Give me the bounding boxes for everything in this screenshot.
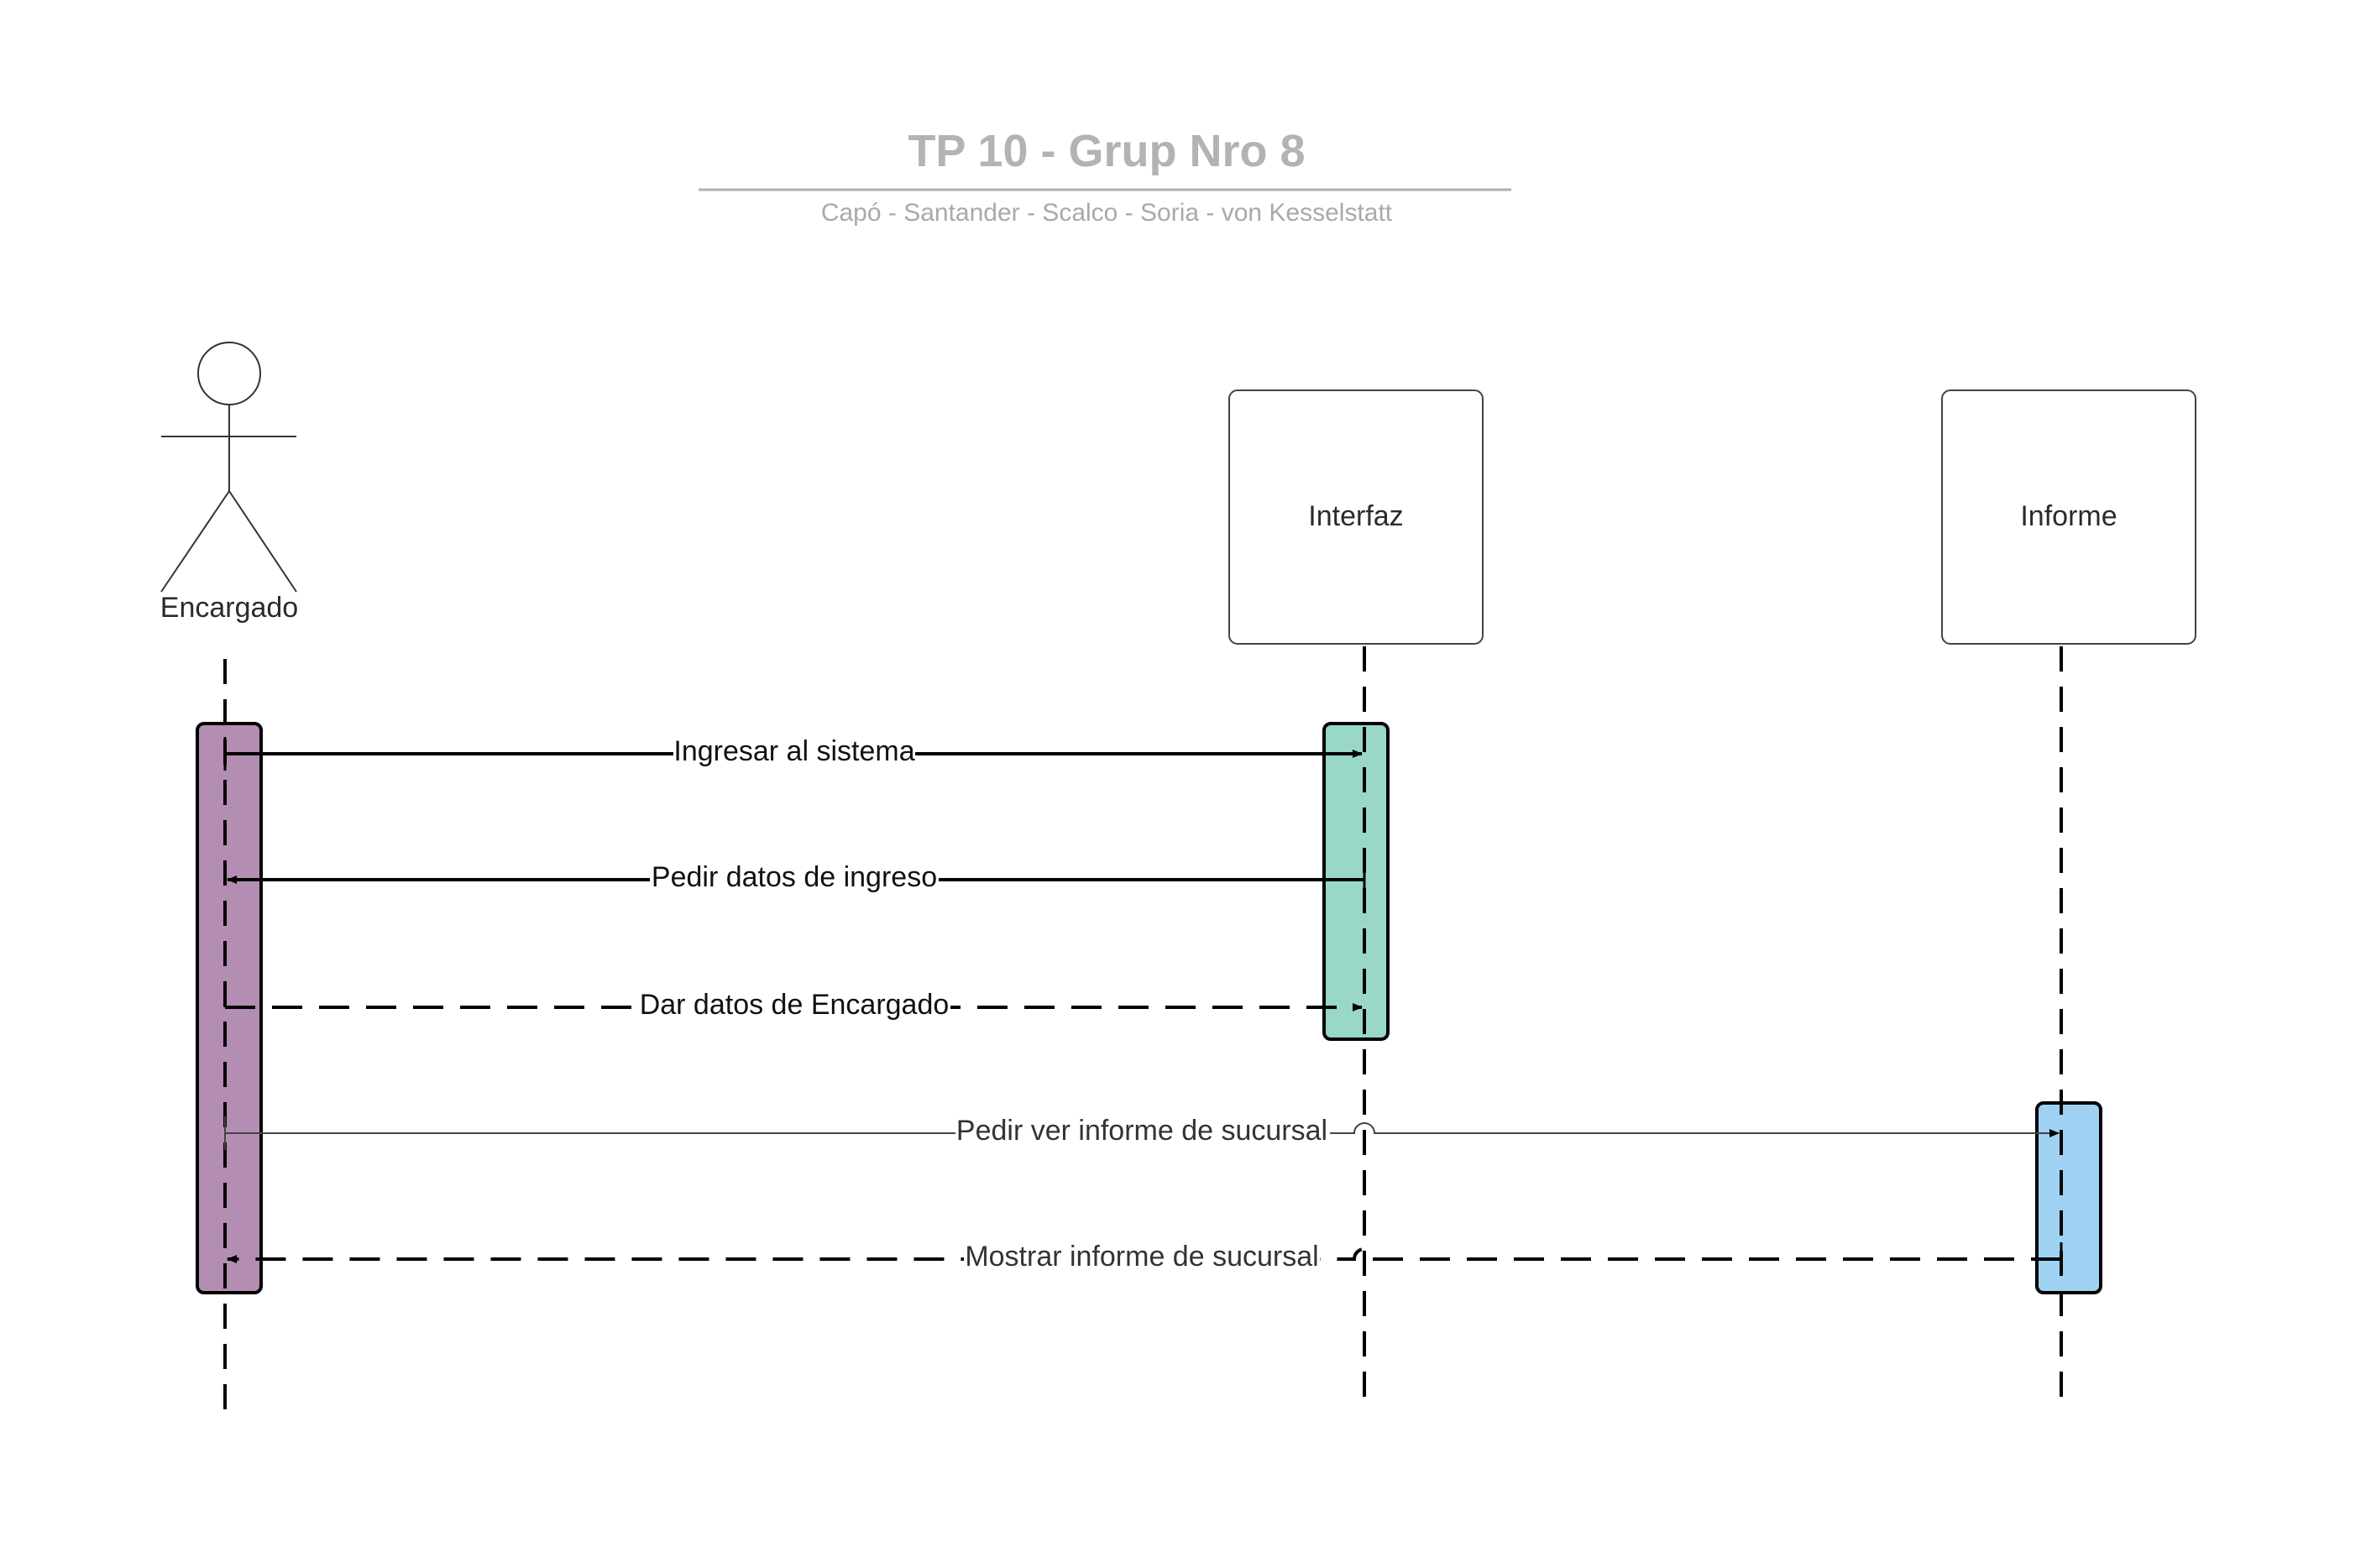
message-label: Mostrar informe de sucursal: [965, 1241, 1318, 1273]
diagram-header: TP 10 - Grup Nro 8 Capó - Santander - Sc…: [699, 126, 1511, 227]
participant-box: [1228, 389, 1484, 645]
message-pedir-datos-de-ingreso[interactable]: Pedir datos de ingreso: [227, 860, 1366, 896]
diagram-subtitle: Capó - Santander - Scalco - Soria - von …: [821, 199, 1393, 227]
participant-informe[interactable]: Informe: [1941, 389, 2196, 645]
message-dar-datos-de-encargado[interactable]: Dar datos de Encargado: [223, 987, 1363, 1024]
diagram-title: TP 10 - Grup Nro 8: [908, 126, 1305, 176]
message-label: Pedir ver informe de sucursal: [956, 1115, 1327, 1147]
participant-label: Interfaz: [1308, 500, 1403, 532]
message-pedir-ver-informe-de-sucursal[interactable]: Pedir ver informe de sucursal: [224, 1113, 2060, 1150]
participant-interfaz[interactable]: Interfaz: [1228, 389, 1484, 645]
participant-box: [1941, 389, 2196, 645]
participant-label: Encargado: [160, 592, 298, 624]
actor-icon: [160, 342, 297, 593]
message-mostrar-informe-de-sucursal[interactable]: Mostrar informe de sucursal: [227, 1239, 2063, 1276]
message-label: Pedir datos de ingreso: [652, 861, 937, 893]
message-ingresar-al-sistema[interactable]: Ingresar al sistema: [223, 734, 1363, 771]
participant-label: Informe: [2020, 500, 2117, 532]
participant-encargado[interactable]: Encargado: [160, 342, 298, 624]
message-label: Ingresar al sistema: [673, 735, 914, 767]
activation-bar-informe: [2035, 1101, 2102, 1294]
message-label: Dar datos de Encargado: [640, 989, 950, 1021]
